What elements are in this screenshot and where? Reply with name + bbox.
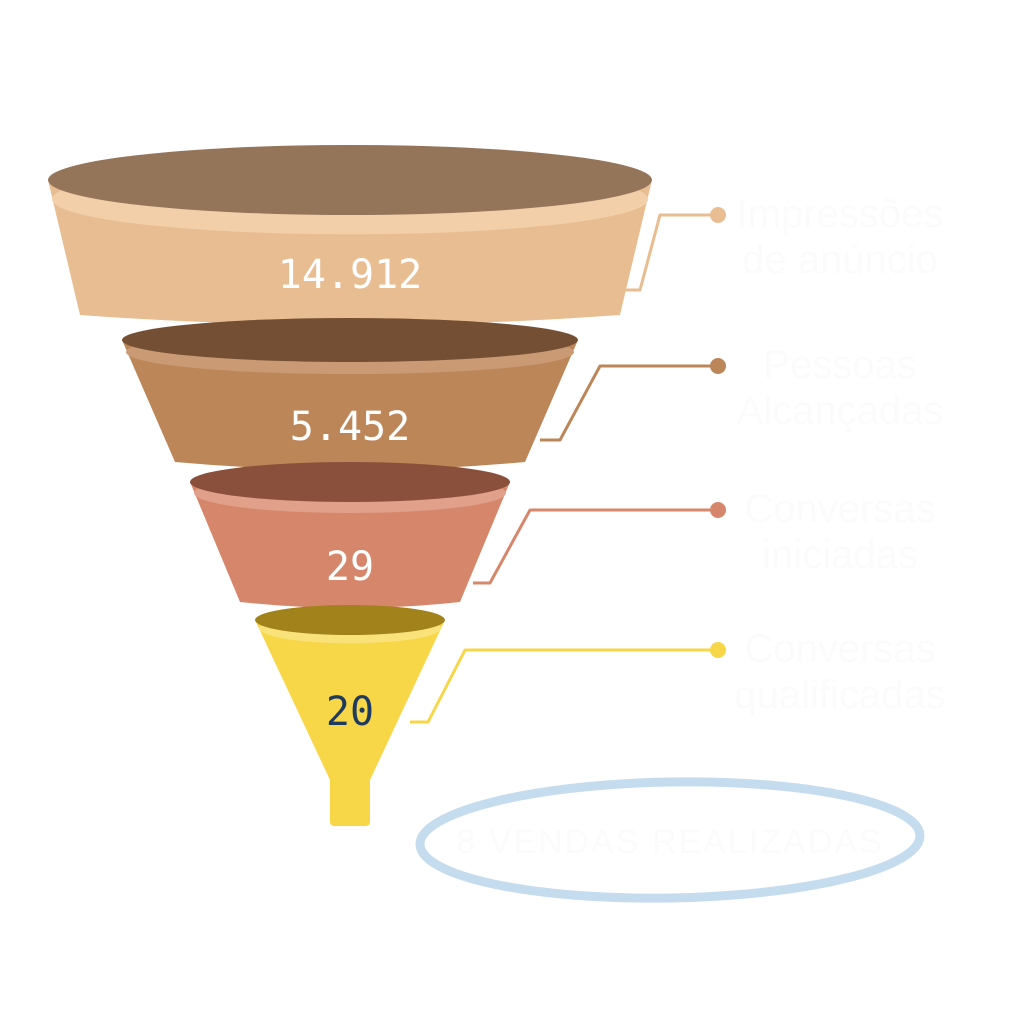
- stage-top: [122, 318, 578, 362]
- leader-line: [473, 508, 718, 585]
- stage-label: iniciadas: [762, 533, 918, 577]
- stage-label: Alcançadas: [737, 389, 944, 433]
- leader-line: [612, 213, 718, 292]
- stage-value: 5.452: [290, 404, 410, 450]
- leader-dot: [710, 358, 726, 374]
- leader-line: [410, 648, 718, 724]
- stage-body: [255, 620, 445, 782]
- stage-label: Impressões: [737, 192, 944, 236]
- leader-dot: [710, 502, 726, 518]
- stage-value: 14.912: [278, 252, 423, 298]
- stage-body: [190, 482, 510, 608]
- result-ring: [415, 777, 925, 903]
- stage-label: de anúncio: [742, 238, 938, 282]
- stage-label: Pessoas: [763, 343, 916, 387]
- leader-line: [540, 364, 718, 442]
- stage-label: qualificadas: [734, 673, 945, 717]
- stage-top: [48, 145, 652, 215]
- leader-dot: [710, 207, 726, 223]
- stage-value: 20: [326, 689, 374, 735]
- funnel-spout: [330, 770, 370, 826]
- result-badge: 8 VENDAS REALIZADAS: [415, 777, 925, 903]
- stage-value: 29: [326, 544, 374, 590]
- stage-top: [190, 462, 510, 502]
- stage-label: Conversas: [744, 627, 935, 671]
- leader-dot: [710, 642, 726, 658]
- stage-top: [255, 605, 445, 635]
- stage-body: [122, 340, 578, 470]
- stage-label: Conversas: [744, 487, 935, 531]
- result-text: 8 VENDAS REALIZADAS: [456, 823, 883, 861]
